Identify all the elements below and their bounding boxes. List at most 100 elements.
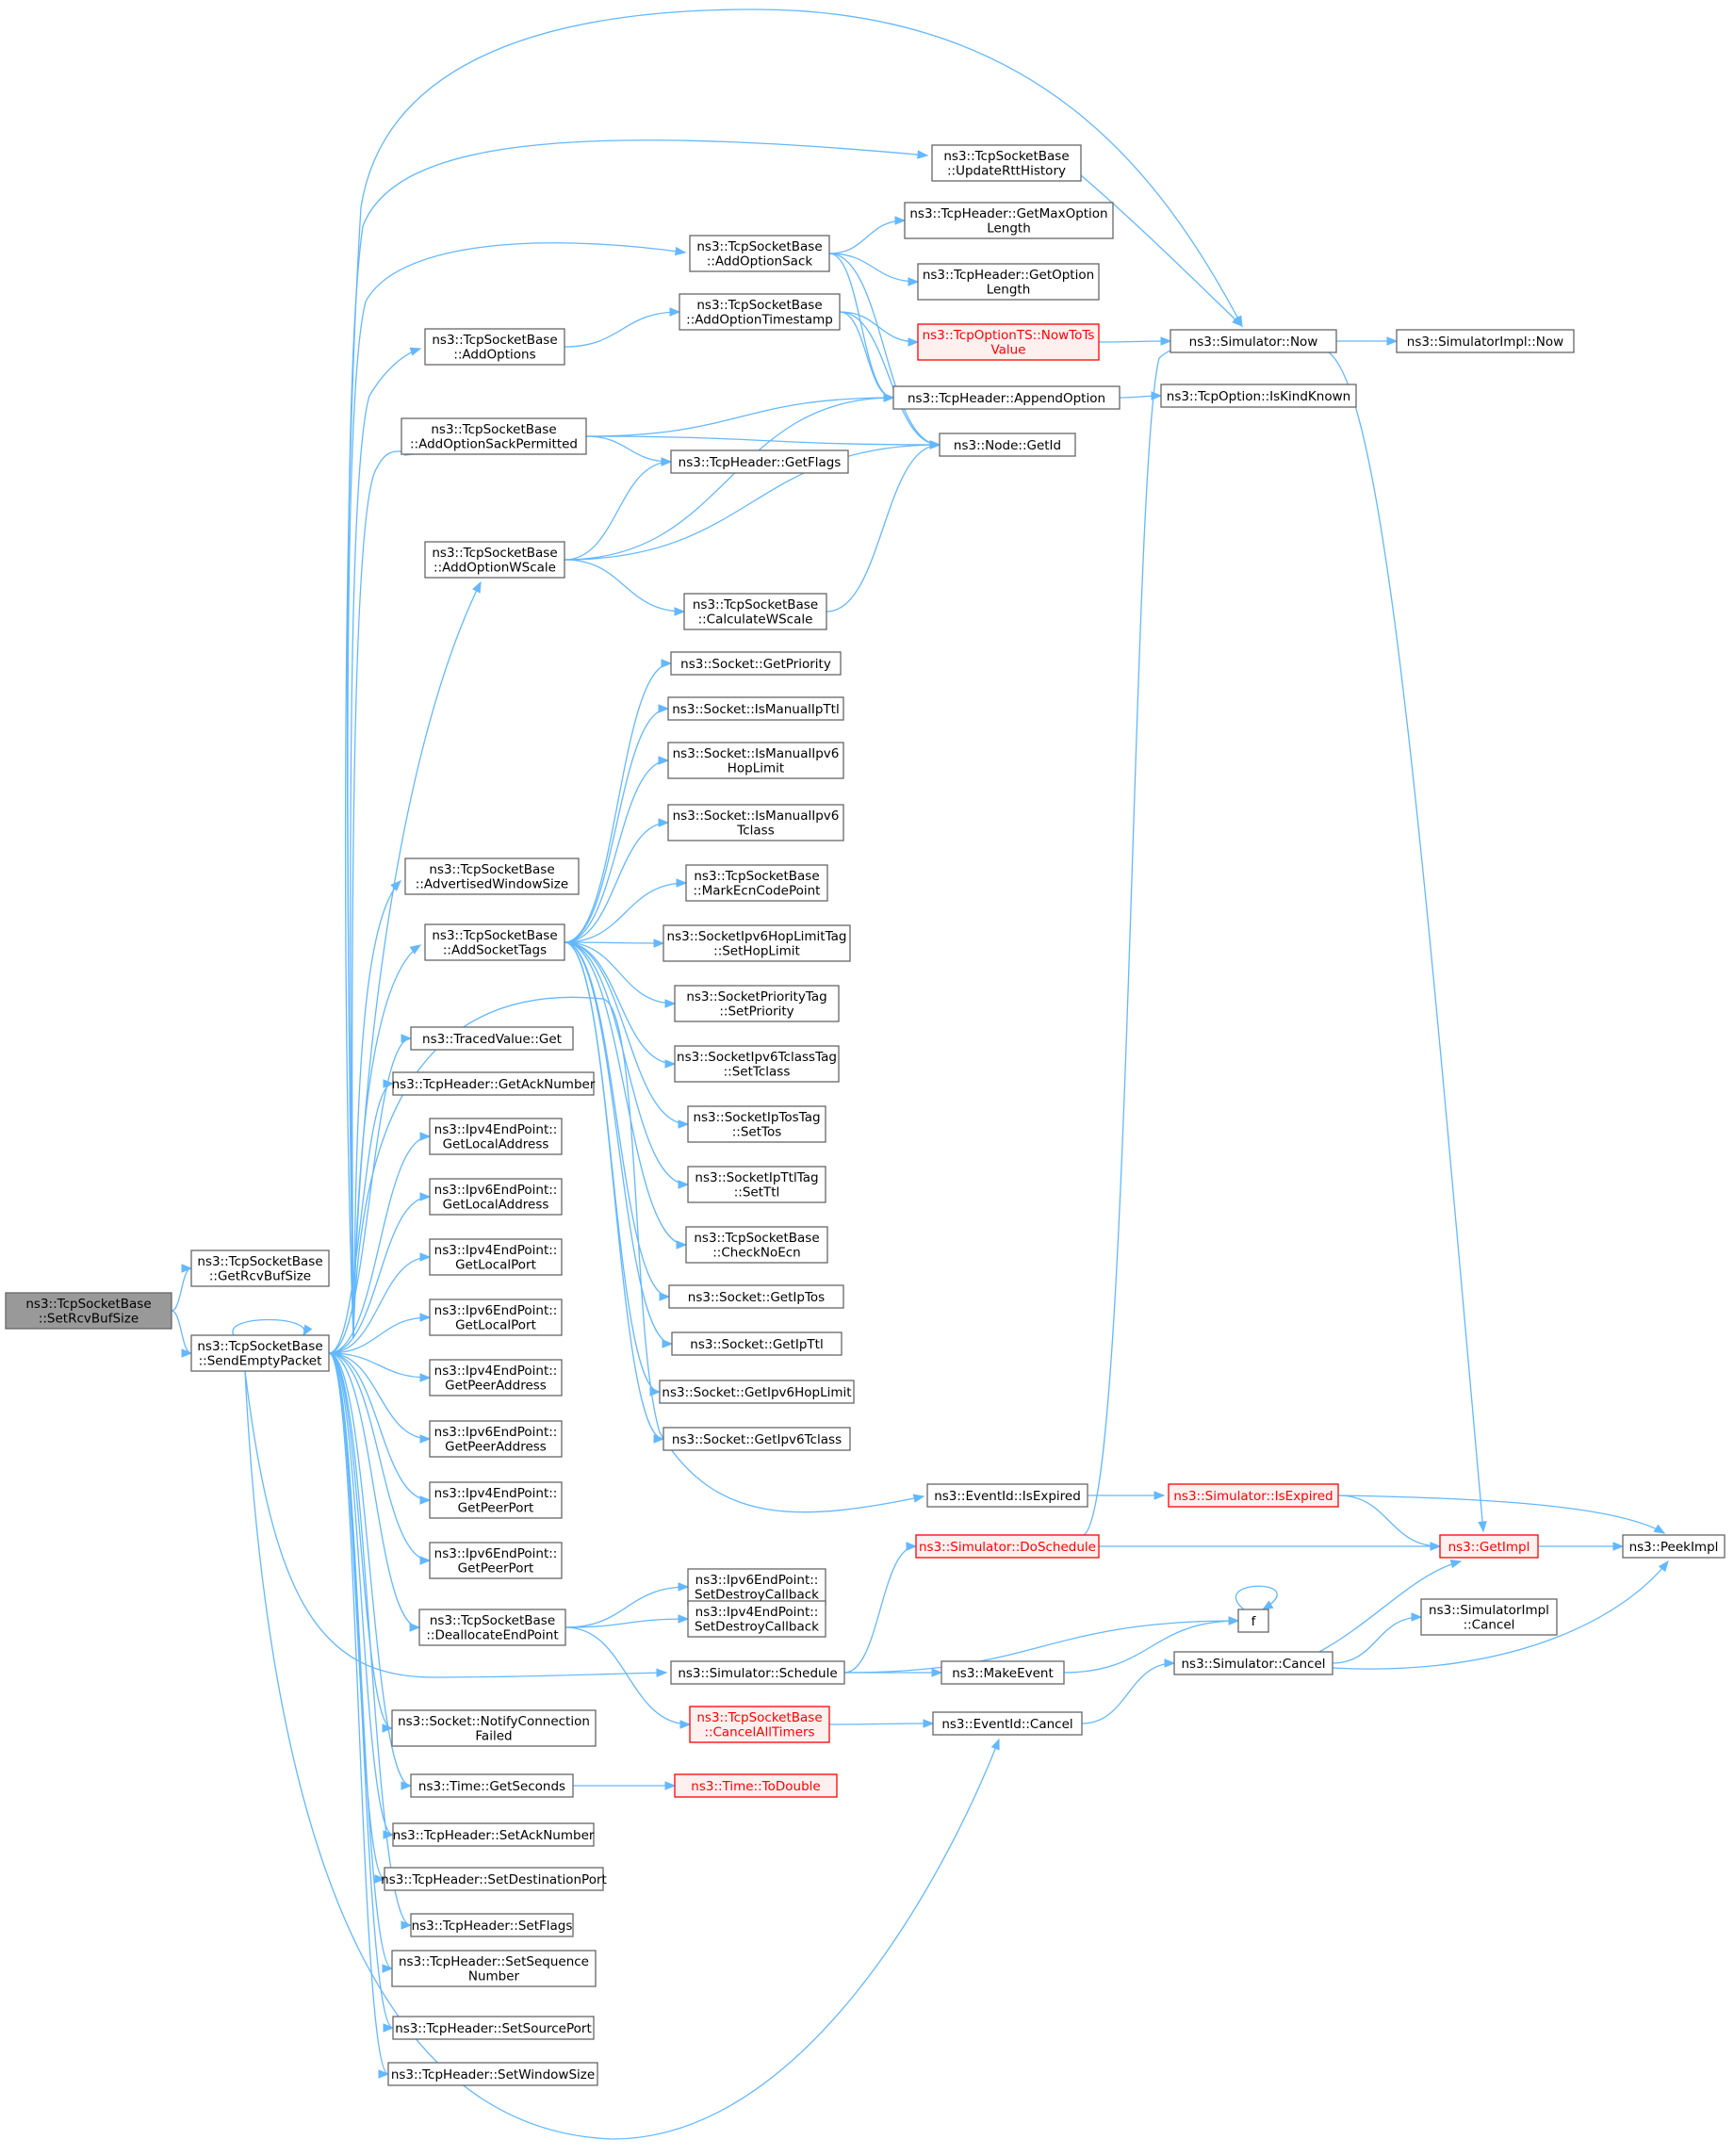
edge-sendempty-getseconds bbox=[328, 1352, 413, 1790]
node-settos[interactable]: ns3::SocketIpTosTag::SetTos bbox=[687, 1105, 826, 1143]
node-label: ns3::Ipv6EndPoint:: bbox=[434, 1183, 558, 1198]
edge-calcwscale-nodegetid bbox=[826, 440, 941, 612]
node-makeevent[interactable]: ns3::MakeEvent bbox=[941, 1660, 1065, 1685]
edge-sendempty-addoptsack bbox=[347, 242, 687, 1339]
node-getacknum[interactable]: ns3::TcpHeader::GetAckNumber bbox=[392, 1071, 596, 1096]
node-setrcv[interactable]: ns3::TcpSocketBase::SetRcvBufSize bbox=[5, 1292, 172, 1330]
node-tracedget[interactable]: ns3::TracedValue::Get bbox=[410, 1026, 574, 1051]
node-box bbox=[670, 449, 849, 474]
node-sethoplimit[interactable]: ns3::SocketIpv6HopLimitTag::SetHopLimit bbox=[663, 924, 851, 962]
node-todouble[interactable]: ns3::Time::ToDouble bbox=[674, 1773, 838, 1798]
arrowhead bbox=[401, 1781, 413, 1790]
node-ipv4setdestroy[interactable]: ns3::Ipv4EndPoint::SetDestroyCallback bbox=[687, 1600, 826, 1638]
node-iskindknown[interactable]: ns3::TcpOption::IsKindKnown bbox=[1160, 384, 1357, 408]
edge-line bbox=[328, 1316, 431, 1354]
node-simnow[interactable]: ns3::Simulator::Now bbox=[1170, 329, 1337, 353]
node-addoptions[interactable]: ns3::TcpSocketBase::AddOptions bbox=[424, 328, 565, 366]
node-addoptwscale[interactable]: ns3::TcpSocketBase::AddOptionWScale bbox=[424, 541, 565, 579]
node-box bbox=[1173, 1651, 1333, 1675]
node-ipv6getlocalport[interactable]: ns3::Ipv6EndPoint::GetLocalPort bbox=[429, 1298, 563, 1336]
node-simimplnow[interactable]: ns3::SimulatorImpl::Now bbox=[1396, 329, 1575, 353]
edge-sendempty-ipv4getpeerport bbox=[328, 1352, 432, 1505]
node-label: ns3::Ipv4EndPoint:: bbox=[434, 1122, 558, 1137]
node-doschedule[interactable]: ns3::Simulator::DoSchedule bbox=[915, 1534, 1100, 1559]
node-getrcv[interactable]: ns3::TcpSocketBase::GetRcvBufSize bbox=[190, 1250, 330, 1287]
node-box bbox=[1622, 1534, 1726, 1559]
node-getimpl[interactable]: ns3::GetImpl bbox=[1439, 1534, 1539, 1559]
node-getipttl[interactable]: ns3::Socket::GetIpTtl bbox=[671, 1331, 842, 1356]
node-isexpired[interactable]: ns3::EventId::IsExpired bbox=[926, 1483, 1088, 1508]
node-nodegetid[interactable]: ns3::Node::GetId bbox=[939, 433, 1076, 457]
arrowhead bbox=[908, 277, 920, 286]
node-setflags[interactable]: ns3::TcpHeader::SetFlags bbox=[410, 1913, 574, 1937]
node-ipv4getlocaladdr[interactable]: ns3::Ipv4EndPoint::GetLocalAddress bbox=[429, 1118, 563, 1155]
node-label: ns3::TcpHeader::SetAckNumber bbox=[393, 1828, 595, 1843]
arrowhead bbox=[419, 1192, 432, 1201]
node-getipv6tclass[interactable]: ns3::Socket::GetIpv6Tclass bbox=[663, 1427, 851, 1451]
node-setttl[interactable]: ns3::SocketIpTtlTag::SetTtl bbox=[687, 1166, 826, 1203]
edge-line bbox=[328, 1352, 431, 1379]
node-label: ::AddOptionSackPermitted bbox=[410, 437, 578, 452]
edge-line bbox=[244, 1370, 1000, 2140]
node-setwinsize[interactable]: ns3::TcpHeader::SetWindowSize bbox=[387, 2062, 598, 2086]
node-ipv4getpeeraddr[interactable]: ns3::Ipv4EndPoint::GetPeerAddress bbox=[429, 1359, 563, 1396]
edge-f-f bbox=[1235, 1585, 1278, 1610]
edge-line bbox=[828, 1723, 934, 1725]
node-setpriority[interactable]: ns3::SocketPriorityTag::SetPriority bbox=[674, 985, 840, 1022]
node-label: ns3::EventId::IsExpired bbox=[934, 1489, 1081, 1504]
node-label: ns3::PeekImpl bbox=[1629, 1540, 1719, 1555]
node-simcancel[interactable]: ns3::Simulator::Cancel bbox=[1173, 1651, 1333, 1675]
node-addsockettags[interactable]: ns3::TcpSocketBase::AddSocketTags bbox=[424, 923, 565, 961]
node-appendopt[interactable]: ns3::TcpHeader::AppendOption bbox=[892, 385, 1121, 410]
node-schedule[interactable]: ns3::Simulator::Schedule bbox=[670, 1660, 845, 1685]
node-cancelalltimers[interactable]: ns3::TcpSocketBase::CancelAllTimers bbox=[689, 1706, 830, 1743]
edge-line bbox=[564, 941, 664, 944]
node-getpriority[interactable]: ns3::Socket::GetPriority bbox=[670, 651, 842, 676]
node-peekimpl[interactable]: ns3::PeekImpl bbox=[1622, 1534, 1726, 1559]
node-ipv6setdestroy[interactable]: ns3::Ipv6EndPoint::SetDestroyCallback bbox=[687, 1568, 826, 1606]
node-settclass[interactable]: ns3::SocketIpv6TclassTag::SetTclass bbox=[674, 1045, 840, 1083]
node-simimplcancel[interactable]: ns3::SimulatorImpl::Cancel bbox=[1420, 1598, 1558, 1636]
node-setdestport[interactable]: ns3::TcpHeader::SetDestinationPort bbox=[381, 1867, 607, 1891]
node-ipv6getpeerport[interactable]: ns3::Ipv6EndPoint::GetPeerPort bbox=[429, 1542, 563, 1579]
node-addoptts[interactable]: ns3::TcpSocketBase::AddOptionTimestamp bbox=[679, 293, 841, 331]
node-label: ns3::TcpSocketBase bbox=[431, 422, 556, 437]
node-ipv4getpeerport[interactable]: ns3::Ipv4EndPoint::GetPeerPort bbox=[429, 1481, 563, 1519]
node-checknoecn[interactable]: ns3::TcpSocketBase::CheckNoEcn bbox=[685, 1226, 828, 1264]
node-box bbox=[391, 1709, 597, 1747]
node-getseconds[interactable]: ns3::Time::GetSeconds bbox=[410, 1773, 574, 1798]
edge-line bbox=[1337, 1494, 1441, 1547]
node-getiptos[interactable]: ns3::Socket::GetIpTos bbox=[668, 1284, 844, 1309]
node-eventcancel[interactable]: ns3::EventId::Cancel bbox=[932, 1711, 1083, 1736]
node-calcwscale[interactable]: ns3::TcpSocketBase::CalculateWScale bbox=[683, 593, 827, 630]
node-label: ns3::Ipv6EndPoint:: bbox=[434, 1303, 558, 1318]
node-updatertt[interactable]: ns3::TcpSocketBase::UpdateRttHistory bbox=[931, 144, 1082, 182]
node-ipv6getpeeraddr[interactable]: ns3::Ipv6EndPoint::GetPeerAddress bbox=[429, 1420, 563, 1458]
edge-line bbox=[1235, 1585, 1278, 1610]
node-addoptsack[interactable]: ns3::TcpSocketBase::AddOptionSack bbox=[689, 235, 830, 272]
edge-schedule-doschedule bbox=[843, 1542, 918, 1674]
node-label: ::CheckNoEcn bbox=[712, 1246, 801, 1261]
node-f[interactable]: f bbox=[1237, 1609, 1269, 1633]
node-dealloc[interactable]: ns3::TcpSocketBase::DeallocateEndPoint bbox=[418, 1609, 566, 1646]
node-setacknum[interactable]: ns3::TcpHeader::SetAckNumber bbox=[392, 1822, 595, 1847]
node-setsrcport[interactable]: ns3::TcpHeader::SetSourcePort bbox=[392, 2016, 595, 2040]
node-markecn[interactable]: ns3::TcpSocketBase::MarkEcnCodePoint bbox=[685, 864, 828, 902]
node-addoptsackperm[interactable]: ns3::TcpSocketBase::AddOptionSackPermitt… bbox=[401, 417, 587, 455]
node-ipv6getlocaladdr[interactable]: ns3::Ipv6EndPoint::GetLocalAddress bbox=[429, 1178, 563, 1216]
node-ipv4getlocalport[interactable]: ns3::Ipv4EndPoint::GetLocalPort bbox=[429, 1238, 563, 1276]
node-advwin[interactable]: ns3::TcpSocketBase::AdvertisedWindowSize bbox=[404, 858, 580, 895]
node-sendempty[interactable]: ns3::TcpSocketBase::SendEmptyPacket bbox=[190, 1334, 330, 1372]
node-getipv6hop[interactable]: ns3::Socket::GetIpv6HopLimit bbox=[659, 1380, 855, 1404]
node-ismanualipttl[interactable]: ns3::Socket::IsManualIpTtl bbox=[667, 696, 844, 721]
edge-addsockettags-ismanualipv6hop bbox=[564, 756, 670, 943]
node-simisexpired[interactable]: ns3::Simulator::IsExpired bbox=[1168, 1483, 1339, 1508]
node-getflags[interactable]: ns3::TcpHeader::GetFlags bbox=[670, 449, 849, 474]
